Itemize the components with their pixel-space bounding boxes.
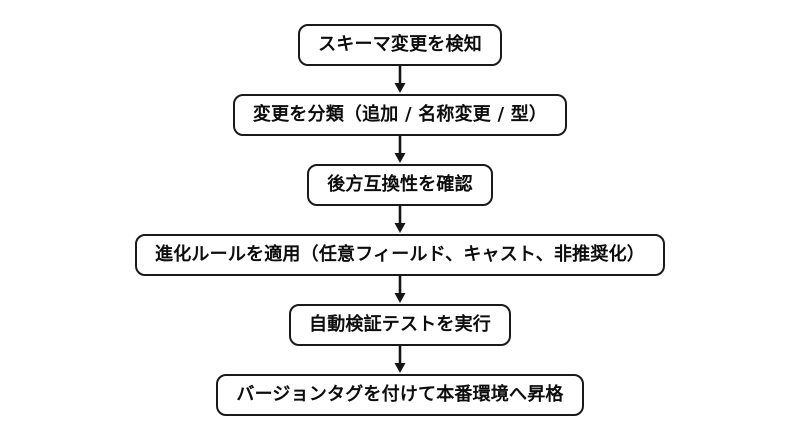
flow-arrow-validate-to-promote (394, 346, 406, 373)
flow-node-promote: バージョンタグを付けて本番環境へ昇格 (216, 374, 584, 416)
flow-node-label: 自動検証テストを実行 (309, 314, 491, 335)
flow-node-classify: 変更を分類（追加 / 名称変更 / 型） (232, 94, 568, 136)
flow-node-label: 変更を分類（追加 / 名称変更 / 型） (252, 104, 548, 125)
flow-arrow-compat-to-rules (394, 206, 406, 233)
flow-arrow-classify-to-compat (394, 136, 406, 163)
flow-node-detect: スキーマ変更を検知 (298, 24, 502, 66)
flow-node-label: 後方互換性を確認 (327, 174, 473, 195)
flow-arrow-rules-to-validate (394, 276, 406, 303)
flow-node-rules: 進化ルールを適用（任意フィールド、キャスト、非推奨化） (135, 234, 665, 276)
flow-node-label: スキーマ変更を検知 (318, 34, 482, 55)
flow-arrow-detect-to-classify (394, 66, 406, 93)
flow-node-compat: 後方互換性を確認 (307, 164, 493, 206)
flow-node-validate: 自動検証テストを実行 (289, 304, 511, 346)
flow-node-label: バージョンタグを付けて本番環境へ昇格 (236, 384, 564, 405)
flow-node-label: 進化ルールを適用（任意フィールド、キャスト、非推奨化） (155, 244, 645, 265)
